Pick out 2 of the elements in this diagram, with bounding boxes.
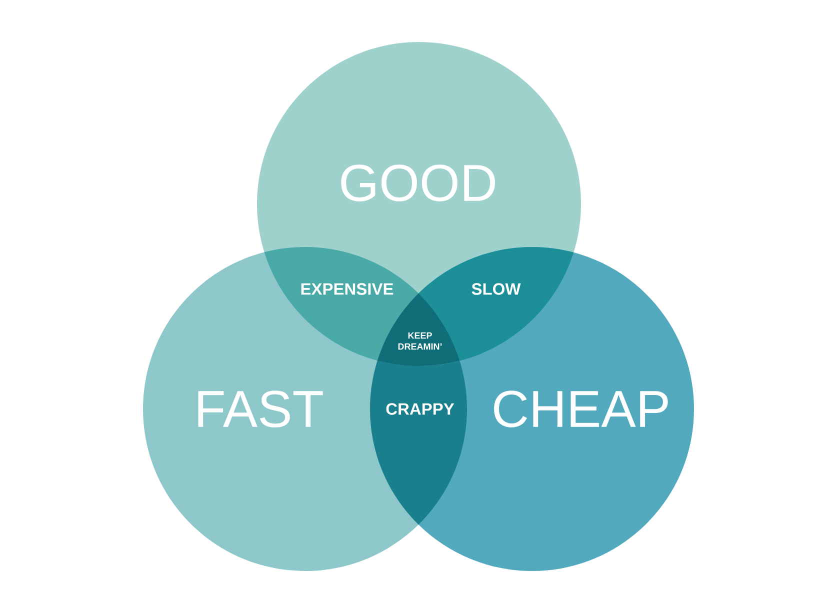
overlap-region: CRAPPY	[370, 360, 467, 525]
center-region: KEEP DREAMIN’	[377, 293, 460, 366]
